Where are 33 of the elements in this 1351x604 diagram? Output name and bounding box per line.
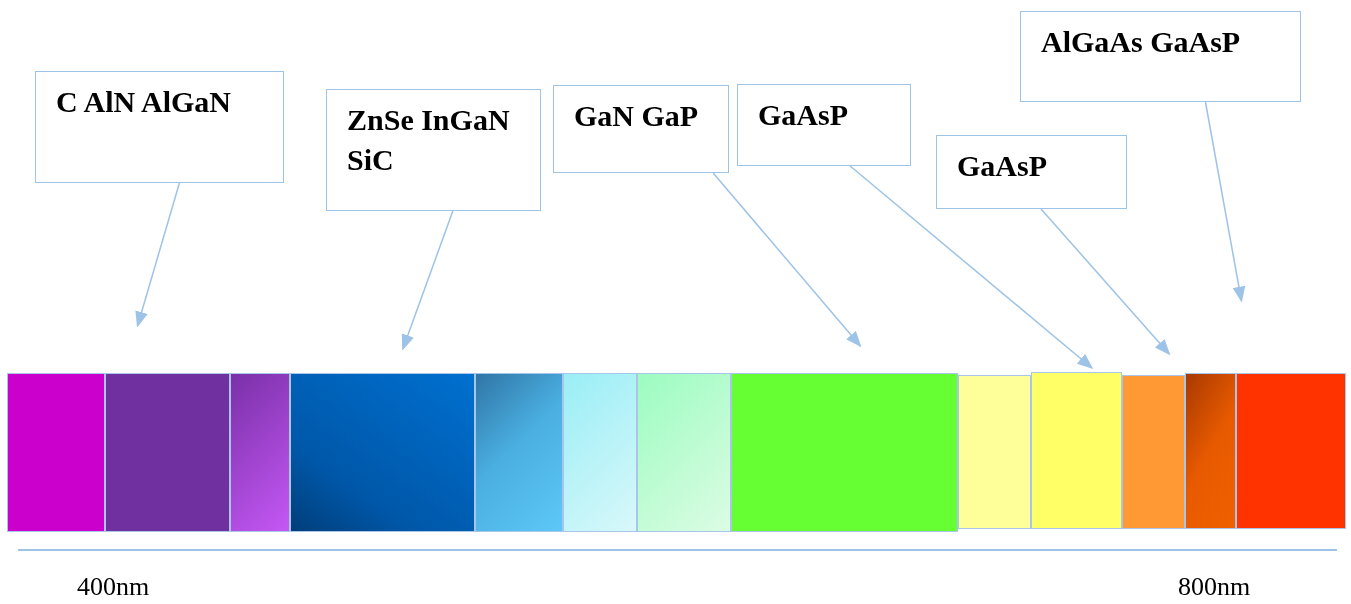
color-band [1236,373,1346,529]
color-band [1122,375,1185,529]
color-band [1185,373,1236,529]
wavelength-label: 800nm [1178,572,1251,602]
color-band [105,373,230,532]
color-band [7,373,105,532]
material-name: GaAsP [957,148,1048,184]
color-band [563,373,637,532]
arrow [401,210,454,351]
arrow [849,165,1094,370]
label-box [326,89,541,211]
label-box [553,85,729,173]
color-band [731,373,958,532]
label-box [737,84,911,166]
material-name: GaN GaP [574,98,700,134]
material-name: GaAsP [758,97,849,133]
color-band [1031,372,1122,529]
arrow [712,172,862,348]
material-name: AlGaAs GaAsP [1041,24,1242,60]
material-name: C AlN AlGaN [56,84,233,120]
wavelength-label: 400nm [77,572,150,602]
material-name: ZnSe InGaN SiC [347,102,511,178]
color-band [475,373,563,532]
arrow [1204,101,1246,303]
color-band [637,373,731,532]
color-band [958,375,1031,529]
label-box [35,71,284,183]
arrow [135,182,181,328]
color-band [230,373,290,532]
color-band [290,373,475,532]
label-box [936,135,1127,209]
arrow [1040,208,1171,356]
label-box [1020,11,1301,102]
